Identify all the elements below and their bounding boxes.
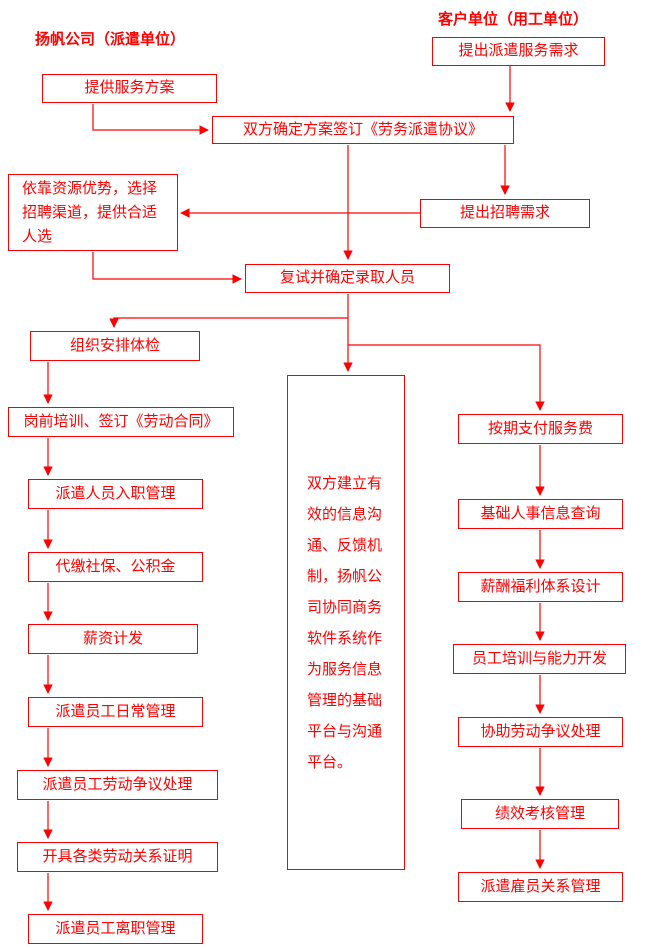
node-assist-dispute-resolution: 协助劳动争议处理 [458,717,623,747]
edge-reinterview-to-pay-fee [348,344,545,411]
node-info-platform-note: 双方建立有效的信息沟通、反馈机制，扬帆公司协同商务软件系统作为服务信息管理的基础… [287,375,405,870]
client-unit-label: 客户单位（用工单位） [438,11,589,28]
node-provide-service-plan: 提供服务方案 [42,74,217,103]
node-hr-info-query: 基础人事信息查询 [458,499,623,529]
dispatch-unit-label: 扬帆公司（派遣单位） [35,31,186,48]
node-select-recruitment-channels: 依靠资源优势，选择招聘渠道，提供合适人选 [8,174,178,251]
node-employee-relations-management: 派遣雇员关系管理 [458,872,623,902]
node-organize-physical-exam: 组织安排体检 [30,331,200,361]
node-pre-job-training-contract: 岗前培训、签订《劳动合同》 [8,407,234,437]
node-performance-management: 绩效考核管理 [461,799,619,829]
node-training-development: 员工培训与能力开发 [453,644,626,674]
node-issue-labor-certificates: 开具各类劳动关系证明 [17,842,218,872]
node-social-insurance-fund: 代缴社保、公积金 [28,552,203,582]
node-daily-management: 派遣员工日常管理 [28,697,203,727]
node-onboarding-management: 派遣人员入职管理 [28,479,203,509]
edge-channels-to-reinterview [92,252,242,284]
node-pay-service-fee: 按期支付服务费 [458,414,623,444]
node-dispute-handling: 派遣员工劳动争议处理 [17,770,218,800]
edge-reinterview-to-physical-exam [109,317,348,328]
edge-service-plan-to-agreement [92,104,209,135]
node-compensation-benefit-design: 薪酬福利体系设计 [458,572,623,602]
node-propose-recruitment-demand: 提出招聘需求 [420,199,590,228]
node-offboarding-management: 派遣员工离职管理 [28,914,203,944]
node-confirm-plan-sign-agreement: 双方确定方案签订《劳务派遣协议》 [212,116,514,144]
node-reinterview-confirm-hires: 复试并确定录取人员 [245,264,450,293]
node-salary-payment: 薪资计发 [28,624,198,654]
node-propose-dispatch-demand: 提出派遣服务需求 [432,37,605,66]
